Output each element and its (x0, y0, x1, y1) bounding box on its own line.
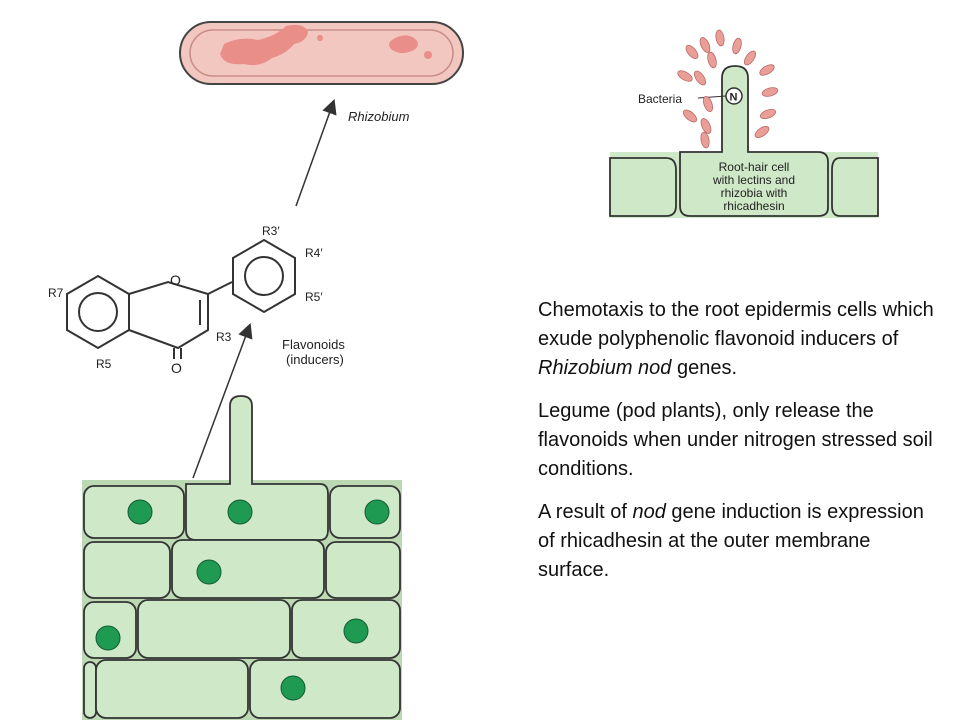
cell-nuclei (95, 499, 390, 701)
root-hair-cell-caption: Root-hair cell with lectins and rhizobia… (712, 160, 795, 213)
bacterium (702, 95, 714, 113)
arrow-root-to-flavonoid (192, 322, 253, 479)
substituent-r5: R5 (96, 357, 112, 371)
root-cell (83, 661, 97, 719)
root-hair-inset: N Bacteria Root-hair cell with lectins a… (609, 29, 879, 218)
text-segment-italic: nod (632, 501, 666, 523)
bacterium (754, 125, 770, 139)
description-panel: Chemotaxis to the root epidermis cells w… (538, 296, 938, 599)
nucleus (364, 499, 390, 525)
bacterium (699, 37, 711, 53)
substituent-r5-prime: R5′ (305, 290, 323, 304)
bacterium (700, 118, 712, 134)
text-segment-italic: Rhizobium nod (538, 357, 672, 379)
text-segment: genes. (671, 357, 738, 379)
inset-left-cell (609, 157, 677, 217)
n-marker-label: N (730, 92, 738, 104)
nucleus (196, 559, 222, 585)
bacterium (732, 37, 742, 55)
root-cell (325, 541, 401, 599)
root-cell (137, 599, 291, 659)
root-hair-cell (185, 395, 329, 541)
phenyl-link-bond (207, 281, 233, 295)
inducers-label: (inducers) (286, 352, 344, 367)
bacterium (759, 64, 775, 76)
bacterium (759, 108, 777, 120)
substituent-r3-prime: R3′ (262, 224, 280, 238)
inset-right-cell (831, 157, 879, 217)
inset-root-hair-cell (679, 65, 829, 217)
flavonoids-label: Flavonoids (282, 337, 345, 352)
nucleoid-blob (220, 24, 308, 66)
root-cell (95, 659, 249, 719)
nucleus (127, 499, 153, 525)
ring-oxygen: O (170, 272, 181, 288)
flavonoid-structure (66, 238, 296, 359)
rhizobium-label: Rhizobium (348, 109, 410, 124)
phenyl-ring (232, 238, 296, 314)
bacteria-pointer (697, 95, 727, 99)
root-hair-caption-line: rhicadhesin (723, 199, 784, 213)
substituent-r3: R3 (216, 330, 232, 344)
root-hair-caption-line: Root-hair cell (719, 160, 790, 174)
text-segment: A result of (538, 501, 633, 523)
keto-oxygen: O (171, 360, 182, 376)
nucleus (343, 618, 369, 644)
nucleoid-dot (424, 51, 432, 59)
root-cell (171, 539, 325, 599)
description-paragraph-legume: Legume (pod plants), only release the fl… (538, 397, 938, 484)
pyrone-ring (128, 280, 209, 350)
root-cell (83, 541, 171, 599)
bacterium (715, 29, 725, 47)
benzo-ring-aromatic-circle (78, 292, 118, 332)
substituent-r4-prime: R4′ (305, 246, 323, 260)
bacteria-cluster (677, 29, 779, 149)
flavonoid-substituents: R3′ R4′ R5′ R7 R5 R3 O O (48, 224, 323, 376)
text-segment: Legume (pod plants), only release the fl… (538, 400, 933, 480)
bacterium (677, 70, 693, 82)
bacterium (700, 131, 710, 149)
bacterium (693, 70, 707, 86)
nucleus (280, 675, 306, 701)
substituent-r7: R7 (48, 286, 64, 300)
bacterium (682, 109, 698, 123)
bacterium (761, 87, 779, 97)
benzo-ring (66, 274, 130, 350)
bacterium (707, 51, 717, 69)
bacteria-label: Bacteria (638, 92, 682, 106)
text-segment: gene induction is expression of rhicadhe… (538, 501, 924, 581)
text-segment: Chemotaxis to the root epidermis cells w… (538, 299, 934, 350)
nucleus (227, 499, 253, 525)
root-hair-caption-line: rhizobia with (721, 186, 788, 200)
arrow-flavonoid-to-rhizobium (295, 98, 337, 207)
root-hair-caption-line: with lectins and (712, 173, 795, 187)
description-paragraph-nod-induction: A result of nod gene induction is expres… (538, 498, 938, 585)
description-paragraph-chemotaxis: Chemotaxis to the root epidermis cells w… (538, 296, 938, 383)
nucleoid-blob (389, 35, 418, 53)
root-cell (249, 659, 401, 719)
nucleus (95, 625, 121, 651)
phenyl-ring-aromatic-circle (244, 256, 284, 296)
root-tissue (82, 395, 402, 720)
nucleoid-dot (317, 35, 323, 41)
bacterium (743, 50, 757, 66)
bacterium (685, 44, 699, 60)
rhizobium-cell (179, 21, 464, 85)
